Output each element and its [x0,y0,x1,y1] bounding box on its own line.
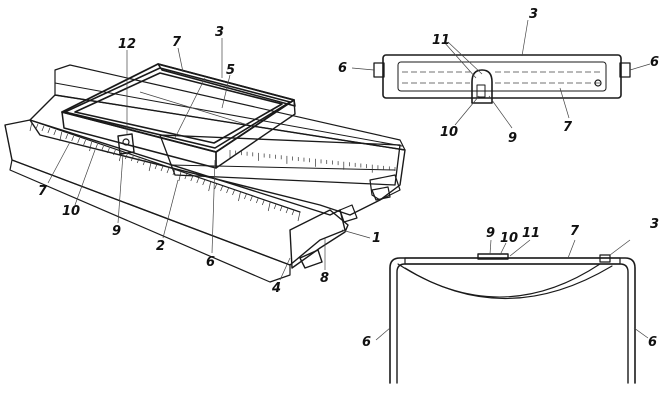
scale-tick [261,199,265,206]
scale-tick [291,209,295,216]
top-label-10: 10 [440,125,458,140]
front-label-10: 10 [500,231,518,246]
scale-tick [255,197,259,204]
slider-frame [61,63,296,169]
base-body [29,64,406,223]
top-label-3: 3 [529,7,538,22]
scale-tick [190,175,194,182]
scale-tick [142,159,146,166]
top-view: 3 11 6 6 10 9 7 [338,7,659,146]
top-label-6-right: 6 [650,55,659,70]
label-4: 4 [271,281,281,296]
label-6: 6 [206,255,215,270]
scale-tick [71,135,75,142]
label-5: 5 [226,63,235,78]
scale-tick [267,201,271,212]
label-7-left: 7 [38,184,48,199]
label-12: 12 [118,37,136,52]
label-10: 10 [62,204,80,219]
scale-tick [184,173,188,180]
scale-tick [95,143,98,150]
scale-tick [273,203,277,210]
scale-tick [279,205,283,212]
front-label-7: 7 [570,224,580,239]
scale-tick [196,177,200,184]
scale-tick [208,181,212,192]
scale-tick [101,145,104,152]
scale-tick [160,165,164,172]
scale-tick [29,121,33,132]
scale-tick [130,155,134,162]
scale-ticks [29,121,301,222]
scale-tick [166,167,170,174]
scale-tick [220,185,223,192]
labels-fig1: 12 7 3 5 7 10 9 2 6 1 8 4 [38,25,381,296]
front-label-6-right: 6 [648,335,657,350]
top-label-7: 7 [563,120,573,135]
scale-tick [124,153,128,160]
scale-tick [41,125,45,132]
scale-strip [4,119,349,283]
leaders-fig1 [47,38,371,281]
scale-tick [113,149,116,156]
scale-tick [202,179,206,186]
perspective-view: 12 7 3 5 7 10 9 2 6 1 8 4 [4,25,406,296]
scale-tick [53,129,57,136]
front-label-3: 3 [650,217,659,232]
scale-tick [59,131,63,142]
scale-tick [226,187,229,194]
label-1: 1 [372,231,381,246]
front-view: 9 10 11 7 3 6 6 [362,217,659,384]
label-2: 2 [156,239,165,254]
label-9: 9 [112,224,121,239]
top-label-9: 9 [508,131,517,146]
scale-tick [47,127,51,134]
front-label-9: 9 [486,226,495,241]
upper-rail [159,134,401,186]
scale-tick [89,141,92,152]
rail-ticks [229,150,396,173]
scale-tick [238,191,241,202]
front-label-11: 11 [522,226,540,241]
scale-tick [178,171,182,182]
scale-tick [250,195,253,202]
label-8: 8 [320,271,329,286]
top-label-6-left: 6 [338,61,347,76]
scale-tick [154,163,158,170]
scale-tick [297,211,301,222]
scale-tick [244,193,247,200]
scale-tick [107,147,110,154]
label-3: 3 [215,25,224,40]
front-label-6-left: 6 [362,335,371,350]
top-label-11: 11 [432,33,450,48]
scale-tick [285,207,289,214]
scale-tick [65,133,69,140]
scale-tick [77,137,80,144]
scale-tick [136,157,140,164]
scale-tick [83,139,86,146]
scale-tick [232,189,235,196]
label-7-top: 7 [172,35,182,50]
scale-tick [148,161,152,172]
scale-tick [214,183,217,190]
scale-tick [35,123,39,130]
